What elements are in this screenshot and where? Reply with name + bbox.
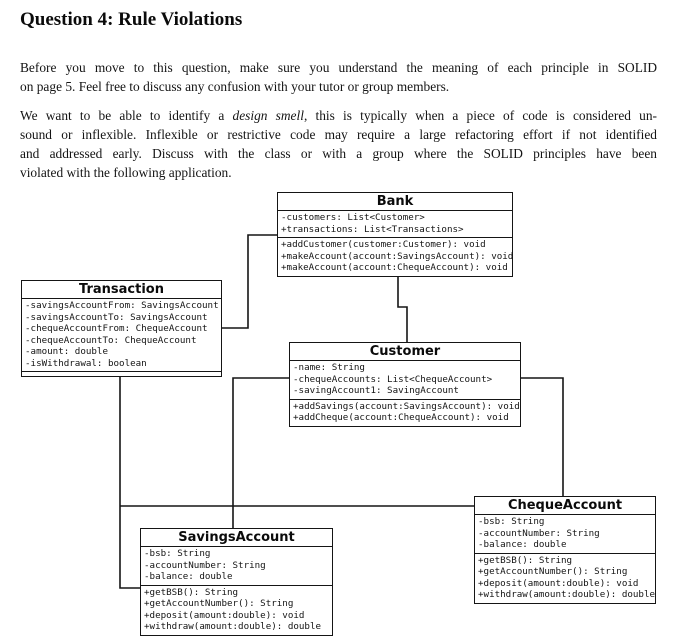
uml-attribute: -savingAccount1: SavingAccount (293, 385, 459, 396)
class-savingsaccount-attributes: -bsb: String -accountNumber: String -bal… (141, 547, 332, 585)
paragraph-line: Before you move to this question, make s… (20, 60, 657, 75)
uml-method: +getBSB(): String (144, 586, 239, 598)
class-savingsaccount-methods: +getBSB(): String +getAccountNumber(): S… (141, 584, 332, 635)
class-transaction-methods (22, 371, 221, 376)
paragraph-text: , this is typically when a piece of code… (303, 107, 658, 123)
uml-attribute: -bsb: String (478, 516, 545, 527)
paragraph-line: We want to be able to identify a design … (20, 106, 657, 125)
paragraph-line: on page 5. Feel free to discuss any conf… (20, 79, 450, 95)
class-customer-methods: +addSavings(account:SavingsAccount): voi… (290, 398, 520, 426)
connector-transaction-savingsaccount (119, 376, 140, 589)
paragraph-line: sound or inflexible. Inflexible or restr… (20, 126, 657, 142)
uml-attribute: -bsb: String (144, 548, 211, 559)
uml-attribute: -isWithdrawal: boolean (25, 357, 147, 369)
uml-method: +getAccountNumber(): String (144, 598, 294, 609)
class-bank: Bank -customers: List<Customer> +transac… (277, 192, 513, 277)
class-savingsaccount: SavingsAccount -bsb: String -accountNumb… (140, 528, 333, 636)
uml-attribute: -chequeAccounts: List<ChequeAccount> (293, 373, 493, 385)
uml-method: +makeAccount(account:SavingsAccount): vo… (281, 250, 514, 262)
uml-attribute: -customers: List<Customer> (281, 212, 425, 223)
uml-method: +getBSB(): String (478, 554, 573, 566)
class-customer: Customer -name: String -chequeAccounts: … (289, 342, 521, 427)
uml-method: +deposit(amount:double): void (478, 577, 639, 589)
question-text-block: Question 4: Rule Violations Before you m… (20, 8, 657, 183)
class-transaction-attributes: -savingsAccountFrom: SavingsAccount -sav… (22, 299, 221, 371)
uml-method: +getAccountNumber(): String (478, 566, 628, 577)
class-chequeaccount-methods: +getBSB(): String +getAccountNumber(): S… (475, 552, 656, 603)
uml-attribute: -balance: double (478, 539, 567, 550)
class-transaction: Transaction -savingsAccountFrom: Savings… (21, 280, 222, 377)
uml-method: +deposit(amount:double): void (144, 609, 305, 621)
class-bank-methods: +addCustomer(customer:Customer): void +m… (278, 237, 514, 276)
design-smell-italic: design smell (232, 107, 304, 123)
paragraph-intro: Before you move to this question, make s… (20, 58, 657, 97)
uml-attribute: -chequeAccountTo: ChequeAccount (25, 334, 197, 346)
uml-method: +addCustomer(customer:Customer): void (281, 239, 486, 250)
uml-attribute: -name: String (293, 362, 365, 373)
connector-customer-chequeaccount (521, 377, 564, 496)
paragraph-line: violated with the following application. (20, 165, 232, 181)
uml-attribute: -accountNumber: String (478, 527, 600, 539)
class-transaction-title: Transaction (22, 281, 221, 299)
connector-bank-transaction (222, 234, 277, 329)
class-chequeaccount-title: ChequeAccount (475, 497, 655, 515)
page-title: Question 4: Rule Violations (20, 9, 243, 30)
uml-attribute: -accountNumber: String (144, 559, 266, 571)
class-bank-title: Bank (278, 193, 512, 211)
uml-attribute: -savingsAccountTo: SavingsAccount (25, 311, 208, 323)
paragraph-design-smell: We want to be able to identify a design … (20, 106, 657, 183)
uml-method: +addSavings(account:SavingsAccount): voi… (293, 400, 520, 412)
uml-attribute: +transactions: List<Transactions> (281, 223, 464, 235)
uml-method: +withdraw(amount:double): double (478, 589, 656, 600)
class-chequeaccount-attributes: -bsb: String -accountNumber: String -bal… (475, 515, 655, 553)
uml-method: +makeAccount(account:ChequeAccount): voi… (281, 262, 508, 273)
class-customer-attributes: -name: String -chequeAccounts: List<Cheq… (290, 361, 520, 399)
paragraph-line: and addressed early. Discuss with the cl… (20, 146, 657, 162)
paragraph-text: We want to be able to identify a (20, 107, 233, 123)
uml-method: +withdraw(amount:double): double (144, 621, 322, 632)
class-savingsaccount-title: SavingsAccount (141, 529, 332, 547)
connector-bank-customer (397, 272, 408, 342)
uml-attribute: -chequeAccountFrom: ChequeAccount (25, 323, 208, 334)
uml-attribute: -savingsAccountFrom: SavingsAccount (25, 300, 219, 311)
uml-method: +addCheque(account:ChequeAccount): void (293, 412, 509, 423)
class-customer-title: Customer (290, 343, 520, 361)
uml-attribute: -amount: double (25, 346, 108, 357)
class-bank-attributes: -customers: List<Customer> +transactions… (278, 211, 512, 237)
class-chequeaccount: ChequeAccount -bsb: String -accountNumbe… (474, 496, 656, 604)
connector-customer-savingsaccount (232, 377, 289, 528)
uml-attribute: -balance: double (144, 571, 233, 582)
